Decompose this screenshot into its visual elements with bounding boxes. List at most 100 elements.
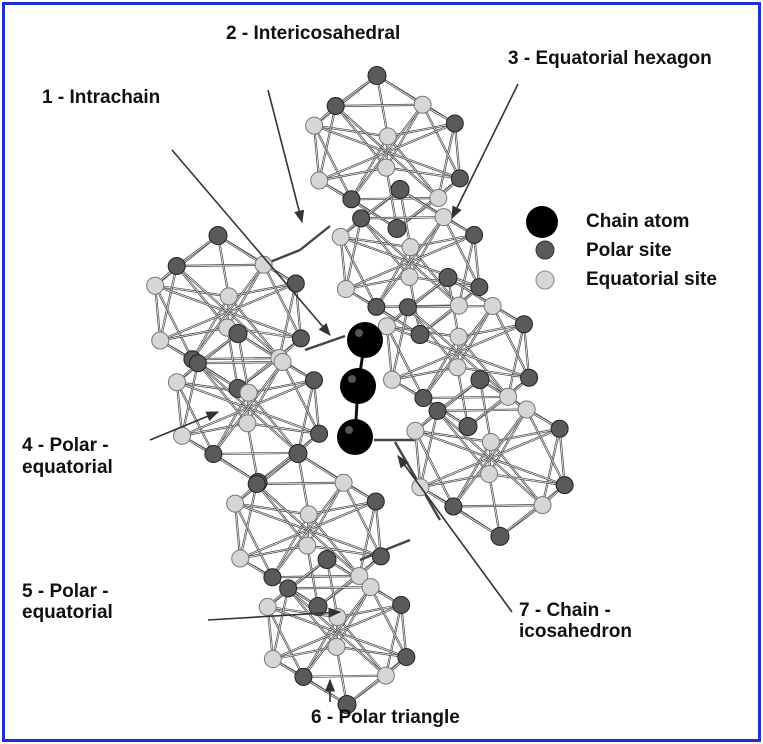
- polar-site-atom: [264, 569, 281, 586]
- polar-site-atom: [399, 299, 416, 316]
- polar-site-atom: [305, 372, 322, 389]
- equatorial-site-atom: [482, 433, 499, 450]
- polar-site-atom: [327, 98, 344, 115]
- bond-highlight: [491, 429, 560, 442]
- label-polar-equatorial-4-line2: equatorial: [22, 458, 113, 477]
- equatorial-site-atom: [227, 495, 244, 512]
- equatorial-site-atom: [362, 579, 379, 596]
- bond-highlight: [155, 286, 229, 297]
- polar-site-atom: [367, 493, 384, 510]
- label-intericosahedral: 2 - Intericosahedral: [226, 24, 400, 43]
- polar-site-atom: [248, 476, 265, 493]
- polar-site-atom: [471, 371, 489, 389]
- polar-site-atom: [318, 550, 336, 568]
- equatorial-site-atom: [450, 328, 467, 345]
- arrow-intericosahedral: [268, 90, 302, 222]
- polar-site-atom: [471, 279, 488, 296]
- polar-site-atom: [189, 355, 206, 372]
- chain-atom: [337, 419, 373, 455]
- equatorial-site-atom: [484, 297, 501, 314]
- bond-highlight: [279, 283, 295, 357]
- equatorial-site-atom: [481, 466, 498, 483]
- arrow-intrachain: [172, 150, 330, 335]
- equatorial-site-atom: [337, 281, 354, 298]
- polar-site-atom: [466, 226, 483, 243]
- bond-highlight: [314, 126, 388, 137]
- bond-highlight: [351, 105, 422, 200]
- polar-site-atom: [168, 258, 185, 275]
- label-intrachain: 1 - Intrachain: [42, 88, 160, 107]
- bond-highlight: [376, 217, 443, 307]
- legend-polar-site-marker: [536, 241, 554, 259]
- equatorial-site-atom: [384, 371, 401, 388]
- polar-site-atom: [515, 316, 532, 333]
- bond-highlight: [319, 106, 335, 180]
- label-equatorial-hexagon: 3 - Equatorial hexagon: [508, 49, 712, 68]
- polar-site-atom: [551, 420, 568, 437]
- equatorial-site-atom: [152, 332, 169, 349]
- equatorial-site-atom: [232, 550, 249, 567]
- equatorial-site-atom: [414, 96, 431, 113]
- arrow-equatorial-hexagon: [452, 84, 518, 218]
- polar-site-atom: [311, 425, 328, 442]
- bond-highlight: [420, 411, 437, 487]
- polar-site-atom: [398, 649, 415, 666]
- intericosahedral-bond: [300, 226, 330, 250]
- label-polar-equatorial-4-line1: 4 - Polar -: [22, 436, 109, 455]
- bond-highlight: [438, 123, 454, 197]
- polar-site-atom: [229, 325, 247, 343]
- polar-site-atom: [439, 269, 457, 287]
- polar-site-atom: [280, 580, 297, 597]
- equatorial-site-atom: [435, 209, 452, 226]
- polar-site-atom: [368, 298, 385, 315]
- polar-site-atom: [411, 326, 429, 344]
- equatorial-site-atom: [220, 288, 237, 305]
- equatorial-site-atom: [500, 388, 517, 405]
- label-chain-icosahedron-line2: icosahedron: [519, 622, 632, 641]
- polar-site-atom: [451, 170, 468, 187]
- equatorial-site-atom: [450, 297, 467, 314]
- bond-highlight: [388, 123, 455, 136]
- label-polar-equatorial-5-line1: 5 - Polar -: [22, 582, 109, 601]
- label-polar-equatorial-5-line2: equatorial: [22, 603, 113, 622]
- bond-highlight: [346, 277, 410, 289]
- polar-site-atom: [368, 67, 386, 85]
- bond-highlight: [160, 328, 227, 341]
- polar-site-atom: [459, 417, 477, 435]
- polar-site-atom: [353, 210, 370, 227]
- polar-site-atom: [556, 477, 573, 494]
- bond-highlight: [338, 605, 402, 617]
- equatorial-site-atom: [332, 228, 349, 245]
- equatorial-site-atom: [430, 189, 447, 206]
- legend-markers: [526, 206, 558, 289]
- bond-highlight: [213, 362, 282, 454]
- polar-site-atom: [521, 369, 538, 386]
- bond-highlight: [341, 237, 411, 247]
- equatorial-site-atom: [335, 474, 352, 491]
- equatorial-site-atom: [311, 172, 328, 189]
- bond-highlight: [411, 235, 475, 247]
- polar-site-atom: [287, 275, 304, 292]
- equatorial-site-atom: [299, 537, 316, 554]
- bond-highlight: [240, 546, 307, 559]
- bond-highlight: [489, 474, 564, 485]
- bond-highlight: [319, 168, 386, 181]
- polar-site-atom: [388, 219, 406, 237]
- bond-highlight: [459, 324, 524, 337]
- equatorial-site-atom: [449, 359, 466, 376]
- bond-highlight: [192, 265, 263, 360]
- chain-atom: [340, 368, 376, 404]
- intericosahedral-bond: [305, 336, 345, 350]
- polar-site-atom: [372, 548, 389, 565]
- equatorial-site-atom: [377, 667, 394, 684]
- bond-highlight: [235, 504, 309, 515]
- polar-site-atom: [445, 498, 462, 515]
- equatorial-site-atom: [306, 117, 323, 134]
- equatorial-site-atom: [518, 401, 535, 418]
- chain-atom: [347, 322, 383, 358]
- bond-highlight: [160, 266, 176, 340]
- polar-site-atom: [205, 446, 222, 463]
- chain-atom-highlight: [348, 375, 356, 383]
- polar-site-atom: [289, 445, 307, 463]
